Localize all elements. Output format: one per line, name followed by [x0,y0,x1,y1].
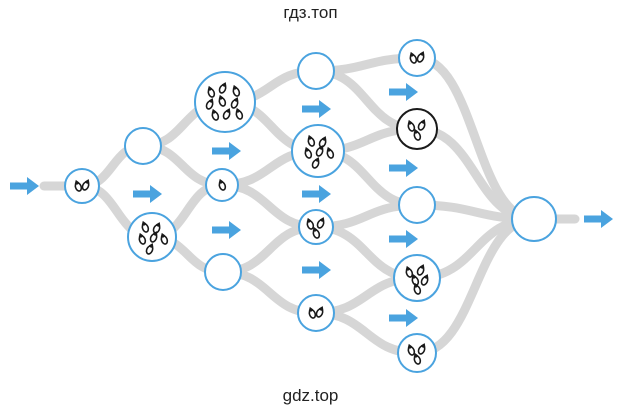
pond-node-n3a [297,52,335,90]
fish-icon [407,343,416,356]
right-arrow-icon [212,142,241,160]
fish-icon [218,178,227,191]
fish-icon [417,343,426,355]
pond-node-n0 [64,168,100,204]
fish-icon [218,94,227,107]
pond-node-n1b [127,212,177,262]
right-arrow-icon [212,221,241,239]
pond-circle [397,333,437,373]
fish-icon [413,352,422,365]
fish-icon [207,85,216,98]
watermark-bottom: gdz.top [282,386,339,405]
right-arrow-icon [302,185,331,203]
fish-icon [222,108,231,120]
fish-icon [149,231,158,243]
pond-node-n2a [194,71,256,133]
pond-circle-highlighted [396,108,438,150]
fish-icon [420,274,429,286]
pond-node-n2b [205,168,239,202]
pond-node-n4d [393,254,441,302]
fish-icon [81,179,90,191]
fish-icon [307,134,316,147]
pond-node-n4b [396,108,438,150]
fish-icon [409,51,418,64]
pond-nodes [64,39,557,373]
fish-icon [416,264,425,276]
right-arrow-icon [389,159,418,177]
pond-circle [124,127,162,165]
pond-circle [298,209,334,245]
pond-circle [398,186,436,224]
fish-icon [405,265,414,278]
pond-node-n3d [297,294,335,332]
right-arrow-icon [302,100,331,118]
fish-icon [211,108,220,121]
right-arrow-icon [584,210,613,228]
fish-icon [138,232,147,245]
pond-node-n3c [298,209,334,245]
fish-icon [218,82,227,94]
right-arrow-icon [389,309,418,327]
pond-circle [511,196,557,242]
fish-icon [416,51,425,63]
fish-icon [160,232,169,245]
right-arrow-icon [133,185,162,203]
fish-icon [230,97,239,109]
right-arrow-icon [389,230,418,248]
watermark-top: гдз.топ [283,3,338,22]
fish-icon [413,282,422,295]
pond-circle [204,253,242,291]
flow-arrows [10,83,613,327]
fish-icon [311,157,320,169]
pond-circle [297,52,335,90]
fish-icon [316,217,325,229]
fish-icon [413,128,422,141]
right-arrow-icon [389,83,418,101]
fish-icon [232,84,241,97]
fish-icon [315,145,324,157]
pond-node-n4a [398,39,436,77]
pond-node-n5 [511,196,557,242]
fish-icon [145,243,154,255]
fish-icon [407,119,416,132]
pond-node-n4e [397,333,437,373]
right-arrow-icon [302,261,331,279]
fish-icon [74,179,83,192]
fish-icon [304,146,313,159]
fish-icon [306,217,315,230]
fish-icon [205,98,214,110]
pond-node-n2c [204,253,242,291]
right-arrow-icon [10,177,39,195]
pond-node-n3b [291,124,345,178]
fish-icon [141,220,150,233]
fish-icon [235,107,244,120]
fish-icon [326,146,335,159]
pond-node-n1a [124,127,162,165]
fish-icon [312,226,321,239]
fish-icon [417,119,426,131]
fish-icon [315,306,324,318]
pond-node-n4c [398,186,436,224]
fish-icon [308,306,317,319]
